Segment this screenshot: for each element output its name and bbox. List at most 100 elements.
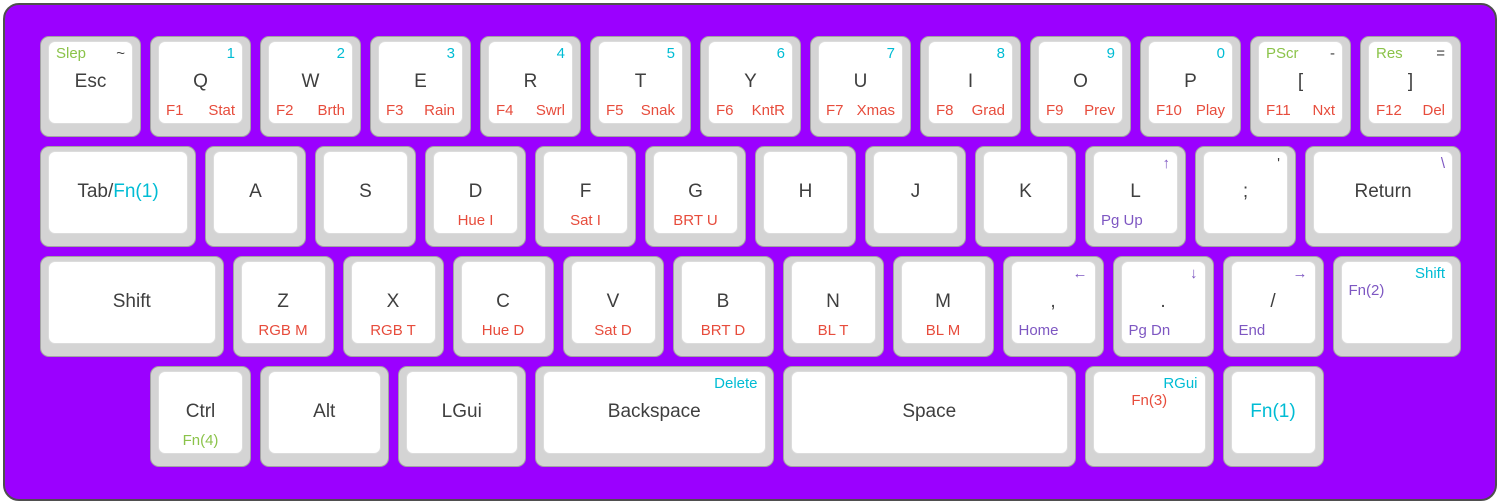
legend-bottom-left: F5 [606, 102, 624, 119]
legend-main: Alt [313, 401, 336, 422]
legend-main: L [1130, 181, 1141, 202]
legend-bottom-center: BL M [925, 322, 961, 339]
legend-main: Esc [74, 71, 107, 92]
legend-bottom-center: BRT D [700, 322, 746, 339]
legend-top-right: ' [1277, 155, 1280, 172]
legend-main: J [910, 181, 921, 202]
key-j: J [865, 146, 966, 247]
legend-main: Backspace [607, 401, 701, 422]
keycap-top: Alt [268, 371, 381, 454]
legend-main: . [1160, 291, 1166, 312]
key-alt: Alt [260, 366, 389, 467]
legend-bottom-center: BL T [817, 322, 849, 339]
legend-bottom-right: Xmas [856, 102, 895, 119]
legend-top-left: Slep [56, 45, 87, 62]
legend-top-left: PScr [1266, 45, 1299, 62]
legend-bottom-center: Sat I [570, 212, 601, 229]
legend-main: U [853, 71, 868, 92]
down-arrow-icon: ↓ [1190, 265, 1198, 282]
keycap-top: \Return [1313, 151, 1453, 234]
legend-bottom-right: Brth [317, 102, 345, 119]
legend-top-right: Delete [714, 375, 758, 392]
key-comma: ←,Home [1002, 256, 1104, 357]
key-lgui: LGui [397, 366, 526, 467]
legend-main: Space [902, 401, 957, 422]
key-a: A [205, 146, 306, 247]
legend-bottom-left: F11 [1266, 102, 1291, 119]
legend-bottom-right: Prev [1084, 102, 1115, 119]
legend-bottom-right: Grad [971, 102, 1005, 119]
legend-bottom-right: KntR [751, 102, 785, 119]
legend-bottom-left: F10 [1156, 102, 1182, 119]
legend-bottom-left: F2 [276, 102, 294, 119]
legend-top-right: ~ [116, 45, 125, 62]
legend-main: T [634, 71, 647, 92]
legend-main: C [496, 291, 510, 312]
legend-bottom-right: Del [1422, 102, 1445, 119]
legend-main: ] [1407, 71, 1414, 92]
legend-main: Q [193, 71, 208, 92]
keycap-top: →/End [1230, 261, 1316, 344]
keycap-top: ↓. Pg Dn [1120, 261, 1206, 344]
legend-top-right: = [1436, 45, 1445, 62]
legend-top-right: 1 [226, 45, 235, 62]
legend-bottom-right: Nxt [1312, 102, 1336, 119]
legend-main: [ [1297, 71, 1304, 92]
legend-bottom-left: Pg Dn [1128, 322, 1171, 339]
legend-top-right: \ [1440, 155, 1445, 172]
keycap-top: J [873, 151, 958, 234]
key-lshift: Shift [40, 256, 224, 357]
legend-bottom-right: Stat [208, 102, 235, 119]
legend-main: S [359, 181, 372, 202]
legend-bottom-center: RGB M [258, 322, 308, 339]
legend-main: R [523, 71, 538, 92]
legend-bottom-center: Fn(4) [182, 432, 219, 449]
legend-bottom-right: Rain [424, 102, 455, 119]
legend-main: LGui [441, 401, 482, 422]
right-arrow-icon: → [1292, 265, 1308, 282]
legend-main: K [1019, 181, 1032, 202]
legend-bottom-left: F4 [496, 102, 514, 119]
left-arrow-icon: ← [1072, 265, 1088, 282]
keycap-top: Slep ~ Esc [48, 41, 133, 124]
legend-bottom-left: F12 [1376, 102, 1402, 119]
legend-top-right: 8 [996, 45, 1005, 62]
legend-bottom-center: Hue I [457, 212, 494, 229]
